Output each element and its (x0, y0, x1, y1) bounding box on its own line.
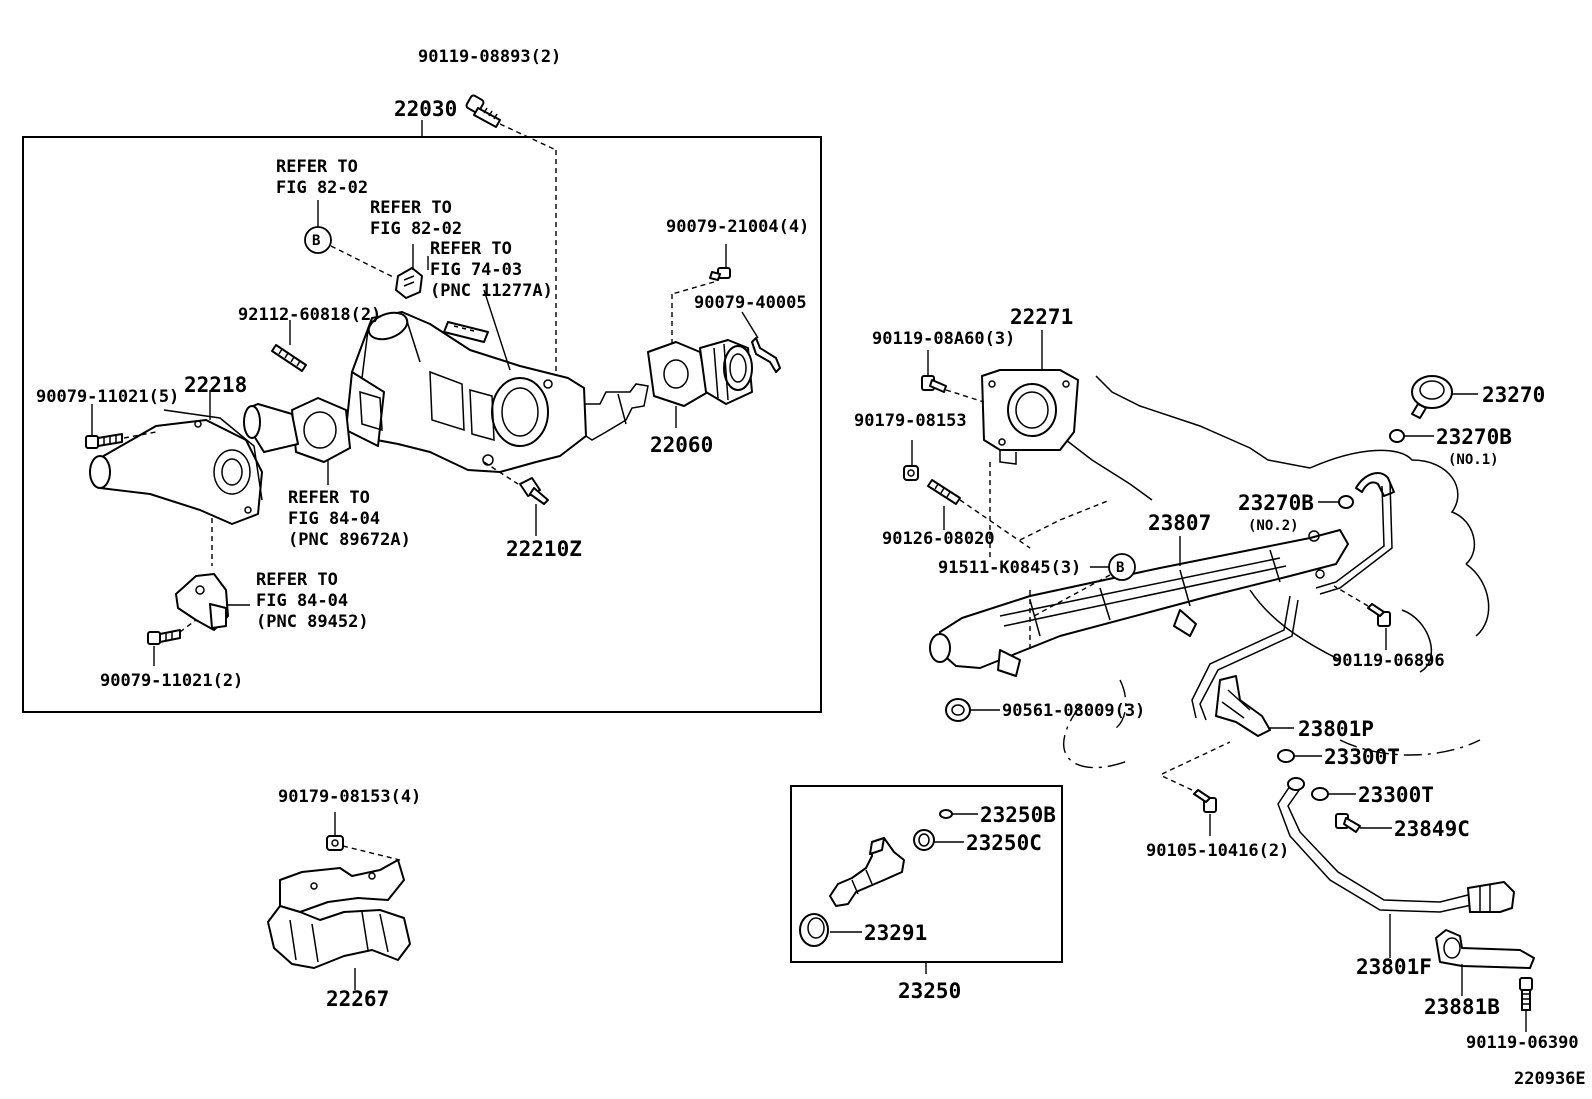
label-23801f: 23801F (1356, 955, 1432, 979)
label-22060: 22060 (650, 433, 713, 457)
label-90119-08893: 90119-08893(2) (418, 47, 561, 67)
spacer-bolt (921, 375, 947, 393)
intake-spacer (981, 369, 1079, 465)
air-elbow-pipe (243, 403, 299, 453)
stud (271, 344, 307, 372)
refer-74-03-line2: FIG 74-03 (430, 260, 522, 280)
rail-bolt (1367, 603, 1391, 627)
valve-gasket-bracket (751, 337, 781, 373)
label-22271: 22271 (1010, 305, 1073, 329)
label-23250: 23250 (898, 979, 961, 1003)
diagram-id: 220936E (1514, 1069, 1586, 1089)
hose-clamp (1435, 929, 1535, 969)
fuel-delivery-pipe (929, 529, 1349, 677)
return-fuel-pipe (1191, 472, 1395, 721)
refer-82-02-b-line1: REFER TO (370, 198, 452, 218)
air-temp-sensor (519, 477, 549, 505)
refer-84-04-a-line2: FIG 84-04 (288, 509, 380, 529)
label-22210z: 22210Z (506, 537, 582, 561)
injector-o-ring (939, 809, 978, 819)
label-90119-08a60: 90119-08A60(3) (872, 329, 1015, 349)
label-23300t-1: 23300T (1324, 745, 1400, 769)
label-23849c: 23849C (1394, 817, 1470, 841)
label-23250b: 23250B (980, 803, 1056, 827)
refer-84-04-a-line3: (PNC 89672A) (288, 530, 411, 550)
refer-82-02-a-line2: FIG 82-02 (276, 178, 368, 198)
throttle-position-sensor (175, 573, 229, 631)
label-90179-08153-4: 90179-08153(4) (278, 787, 421, 807)
sensor-bolt (147, 629, 181, 645)
union-gasket-1 (1277, 749, 1295, 763)
protector-bracket (267, 859, 411, 969)
pulsation-damper (1411, 375, 1453, 419)
label-plate (443, 321, 489, 343)
pipe-bolt (1193, 789, 1217, 813)
refer-82-02-a-line1: REFER TO (276, 157, 358, 177)
refer-74-03-line3: (PNC 11277A) (430, 281, 553, 301)
fuel-pipe-clamp (1215, 675, 1271, 737)
label-90079-11021-5: 90079-11021(5) (36, 387, 179, 407)
damper-gasket-no1 (1389, 429, 1405, 443)
label-23270b-no1: 23270B (1436, 425, 1512, 449)
refer-84-04-b-line2: FIG 84-04 (256, 591, 348, 611)
rail-collar (945, 698, 971, 722)
label-92112-60818: 92112-60818(2) (238, 305, 381, 325)
label-90105-10416: 90105-10416(2) (1146, 841, 1289, 861)
spacer-nut (903, 465, 919, 481)
label-23881b: 23881B (1424, 995, 1500, 1019)
intake-manifold-outline (1019, 375, 1490, 769)
duct-bolt (85, 433, 123, 449)
label-no1: (NO.1) (1448, 452, 1499, 468)
refer-82-02-b-line2: FIG 82-02 (370, 219, 462, 239)
label-no2: (NO.2) (1248, 518, 1299, 534)
union-gasket-2 (1311, 787, 1329, 801)
label-23807: 23807 (1148, 511, 1211, 535)
throttle-body (345, 311, 649, 473)
idle-speed-control-valve (647, 339, 753, 407)
label-23300t-2: 23300T (1358, 783, 1434, 807)
label-23291: 23291 (864, 921, 927, 945)
label-22267: 22267 (326, 987, 389, 1011)
label-90079-40005: 90079-40005 (694, 293, 807, 313)
spacer-stud (927, 479, 961, 505)
throttle-gasket (291, 397, 351, 485)
damper-gasket-no2 (1338, 495, 1354, 509)
fuel-injector (829, 837, 905, 907)
label-90119-06390: 90119-06390 (1466, 1033, 1579, 1053)
refer-84-04-b-line3: (PNC 89452) (256, 612, 369, 632)
union-bolt (1335, 813, 1361, 833)
label-22218: 22218 (184, 373, 247, 397)
label-90179-08153: 90179-08153 (854, 411, 967, 431)
refer-84-04-a-line1: REFER TO (288, 488, 370, 508)
label-23270: 23270 (1482, 383, 1545, 407)
marker-b-left-letter: B (312, 233, 320, 249)
label-90561-08009: 90561-08009(3) (1002, 701, 1145, 721)
throttle-bolt (465, 94, 501, 128)
injector-insulator (799, 913, 862, 947)
injector-cushion (913, 829, 964, 851)
label-90126-08020: 90126-08020 (882, 529, 995, 549)
sensor-connector-small (395, 267, 423, 299)
label-22030: 22030 (394, 97, 457, 121)
clamp-bolt (1519, 977, 1533, 1011)
label-23801p: 23801P (1298, 717, 1374, 741)
label-90079-11021-2: 90079-11021(2) (100, 671, 243, 691)
valve-screw (709, 267, 731, 281)
bracket-nut (326, 835, 344, 851)
label-23250c: 23250C (966, 831, 1042, 855)
refer-74-03-line1: REFER TO (430, 239, 512, 259)
refer-84-04-b-line1: REFER TO (256, 570, 338, 590)
label-90119-06896: 90119-06896 (1332, 651, 1445, 671)
fuel-hose (1277, 777, 1515, 913)
label-91511-k0845: 91511-K0845(3) (938, 558, 1081, 578)
intake-duct (89, 409, 263, 525)
label-23270b-no2: 23270B (1238, 491, 1314, 515)
marker-b-right-letter: B (1116, 560, 1124, 576)
label-90079-21004: 90079-21004(4) (666, 217, 809, 237)
